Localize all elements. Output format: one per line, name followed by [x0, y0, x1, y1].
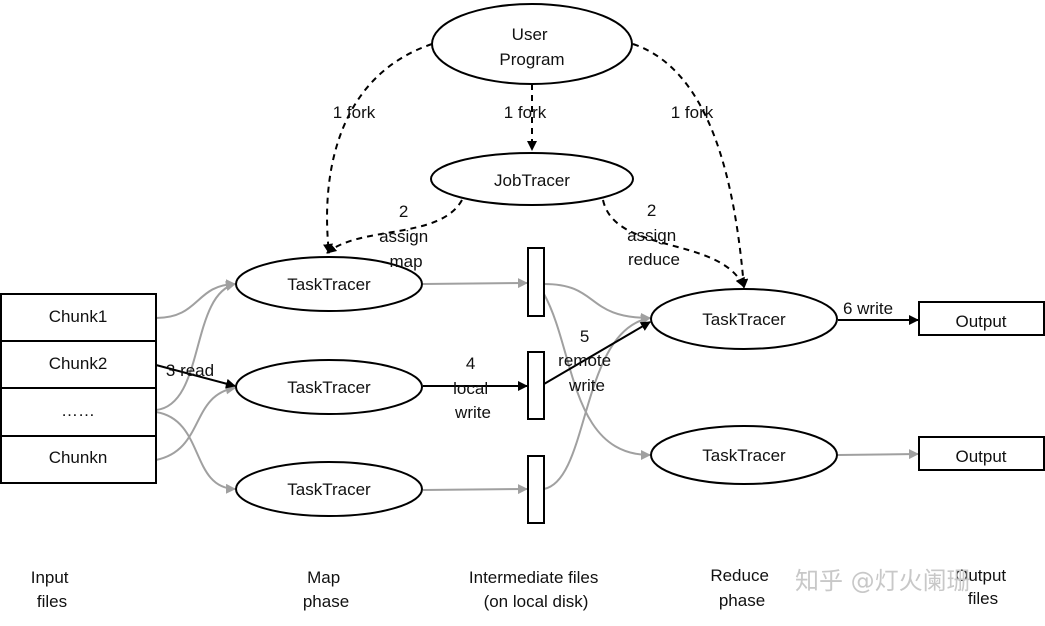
- phase-label-reduce: Reduce phase: [710, 566, 773, 610]
- node-map-task-3-label: TaskTracer: [287, 480, 371, 499]
- label-write: 6 write: [843, 299, 893, 318]
- edge-fork-right: [632, 43, 749, 289]
- edge-fork-left: [323, 43, 433, 254]
- label-read: 3 read: [166, 361, 214, 380]
- chunk-label-3: ……: [61, 401, 95, 420]
- phase-label-intermediate: Intermediate files (on local disk): [469, 568, 603, 611]
- node-reduce-task-2: [650, 425, 838, 485]
- phase-label-map: Map phase: [303, 568, 349, 611]
- edge-remote-write: [543, 321, 651, 385]
- edge-chunk3-map1: [155, 281, 236, 411]
- edge-read: [155, 364, 236, 389]
- output-box-1: [918, 301, 1045, 336]
- label-assign-reduce: 2 assign reduce: [627, 201, 681, 269]
- edge-chunkn-map2: [155, 384, 236, 461]
- output-1-label: Output: [955, 312, 1006, 331]
- node-job-tracer-label: JobTracer: [494, 171, 570, 190]
- phase-label-output: Output files: [955, 566, 1011, 608]
- edge-reduce2-output2: [837, 449, 919, 460]
- node-map-task-1-label: TaskTracer: [287, 275, 371, 294]
- node-user-program-label: User Program: [499, 25, 564, 69]
- intermediate-file-1: [527, 247, 545, 317]
- intermediate-file-2: [527, 351, 545, 420]
- node-map-task-1: [235, 256, 423, 312]
- output-2-label: Output: [955, 447, 1006, 466]
- node-map-task-2: [235, 359, 423, 415]
- label-local-write: 4 local write: [453, 354, 493, 422]
- chunk-label-1: Chunk1: [49, 307, 108, 326]
- edge-inter1-reduce2: [543, 293, 651, 460]
- label-remote-write: 5 remote write: [558, 327, 616, 395]
- label-assign-map: 2 assign map: [379, 202, 433, 271]
- label-fork-middle: 1 fork: [504, 103, 547, 122]
- node-user-program: [431, 3, 633, 85]
- chunk-label-4: Chunkn: [49, 448, 108, 467]
- chunk-box-1: [0, 293, 157, 342]
- edge-chunk3-map3: [155, 411, 236, 494]
- label-fork-right: 1 fork: [671, 103, 714, 122]
- output-box-2: [918, 436, 1045, 471]
- node-job-tracer: [430, 152, 634, 206]
- edge-chunk1-map1: [155, 279, 236, 319]
- chunk-label-2: Chunk2: [49, 354, 108, 373]
- node-map-task-3: [235, 461, 423, 517]
- edge-inter3-reduce1: [543, 314, 651, 490]
- node-reduce-task-2-label: TaskTracer: [702, 446, 786, 465]
- node-map-task-2-label: TaskTracer: [287, 378, 371, 397]
- edge-map3-inter3: [422, 484, 528, 495]
- node-reduce-task-1: [650, 288, 838, 350]
- intermediate-file-3: [527, 455, 545, 524]
- phase-label-input: Input files: [31, 568, 74, 611]
- watermark: 知乎 @灯火阑珊: [795, 567, 971, 595]
- edge-assign-map: [326, 199, 463, 254]
- edge-inter1-reduce1: [543, 283, 651, 323]
- node-reduce-task-1-label: TaskTracer: [702, 310, 786, 329]
- chunk-box-4: [0, 435, 157, 484]
- label-fork-left: 1 fork: [333, 103, 376, 122]
- edge-map1-inter1: [422, 278, 528, 289]
